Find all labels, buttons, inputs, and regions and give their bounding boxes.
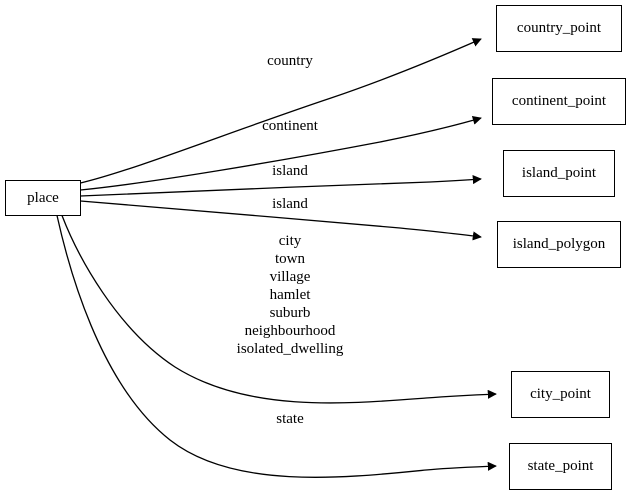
node-state_point[interactable]: state_point (509, 443, 612, 490)
edge-place-to-country_point (80, 38, 482, 184)
edge-place-to-island_point (80, 175, 482, 197)
node-city_point[interactable]: city_point (511, 371, 610, 418)
edge-label-state: state (276, 411, 304, 427)
node-island_polygon-label: island_polygon (512, 236, 606, 252)
node-island_point-label: island_point (521, 165, 597, 181)
edge-label-island-polygon: island (272, 196, 308, 212)
edge-label-island-point: island (272, 163, 308, 179)
edge-place-to-state_point (56, 215, 497, 478)
node-place[interactable]: place (5, 180, 81, 216)
edge-place-to-continent_point (80, 115, 482, 191)
edge-label-continent: continent (262, 118, 318, 134)
node-continent_point[interactable]: continent_point (492, 78, 626, 125)
edge-place-to-island_polygon (80, 200, 482, 241)
node-state_point-label: state_point (527, 458, 594, 474)
node-island_polygon[interactable]: island_polygon (497, 221, 621, 268)
node-continent_point-label: continent_point (511, 93, 607, 109)
node-island_point[interactable]: island_point (503, 150, 615, 197)
edge-label-country: country (267, 53, 313, 69)
node-city_point-label: city_point (530, 386, 591, 402)
node-place-label: place (27, 189, 59, 206)
node-country_point[interactable]: country_point (496, 5, 622, 52)
edge-label-city-group: city town village hamlet suburb neighbou… (236, 233, 344, 357)
node-country_point-label: country_point (516, 20, 602, 36)
edge-place-to-city_point (61, 215, 497, 404)
